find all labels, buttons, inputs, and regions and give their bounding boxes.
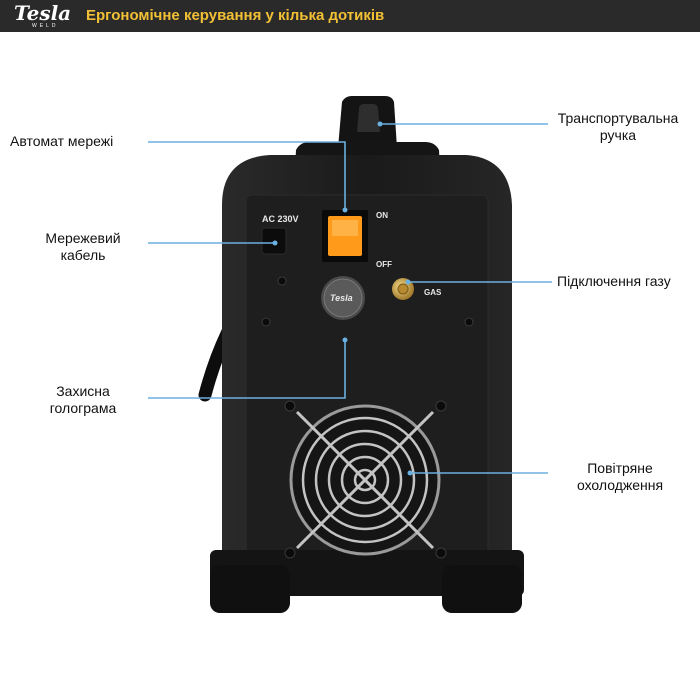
- callout-cooling-line2: охолодження: [576, 477, 664, 493]
- switch-on-label: ON: [376, 211, 388, 220]
- security-hologram-seal: Tesla: [321, 276, 365, 320]
- foot-left: [210, 565, 290, 613]
- callout-handle: Транспортувальна ручка: [553, 110, 683, 144]
- switch-off-label: OFF: [376, 260, 392, 269]
- cooling-fan-guard: [289, 404, 441, 556]
- power-switch: [322, 210, 368, 262]
- callout-dots: [272, 121, 413, 476]
- callout-cable: Мережевий кабель: [28, 230, 138, 264]
- panel-screws: [261, 276, 474, 559]
- callout-cable-line2: кабель: [60, 247, 106, 263]
- callout-gas: Підключення газу: [557, 273, 671, 290]
- callout-hologram-line2: голограма: [49, 400, 117, 416]
- callout-circuit-breaker-text: Автомат мережі: [10, 133, 114, 149]
- logo-subtext: WELD: [32, 23, 59, 29]
- callout-cooling-line1: Повітряне: [587, 460, 653, 476]
- callout-circuit-breaker: Автомат мережі: [10, 133, 113, 150]
- callout-cable-line1: Мережевий: [45, 230, 121, 246]
- callout-gas-text: Підключення газу: [557, 273, 671, 289]
- callout-leader-lines: [148, 123, 552, 474]
- foot-right: [442, 565, 522, 613]
- gas-label: GAS: [424, 288, 442, 297]
- headline: Ергономічне керування у кілька дотиків: [86, 7, 385, 24]
- header-bar: Tesla WELD Ергономічне керування у кільк…: [0, 0, 700, 32]
- seal-text: Tesla: [330, 293, 353, 303]
- brand-logo: Tesla WELD: [14, 2, 78, 30]
- logo-text: Tesla: [14, 1, 72, 25]
- callout-handle-line1: Транспортувальна: [557, 110, 679, 126]
- callout-cooling: Повітряне охолодження: [560, 460, 680, 494]
- callout-hologram-line1: Захисна: [56, 383, 110, 399]
- callout-handle-line2: ручка: [599, 127, 637, 143]
- voltage-label: AC 230V: [262, 214, 299, 224]
- callout-hologram: Захисна голограма: [28, 383, 138, 417]
